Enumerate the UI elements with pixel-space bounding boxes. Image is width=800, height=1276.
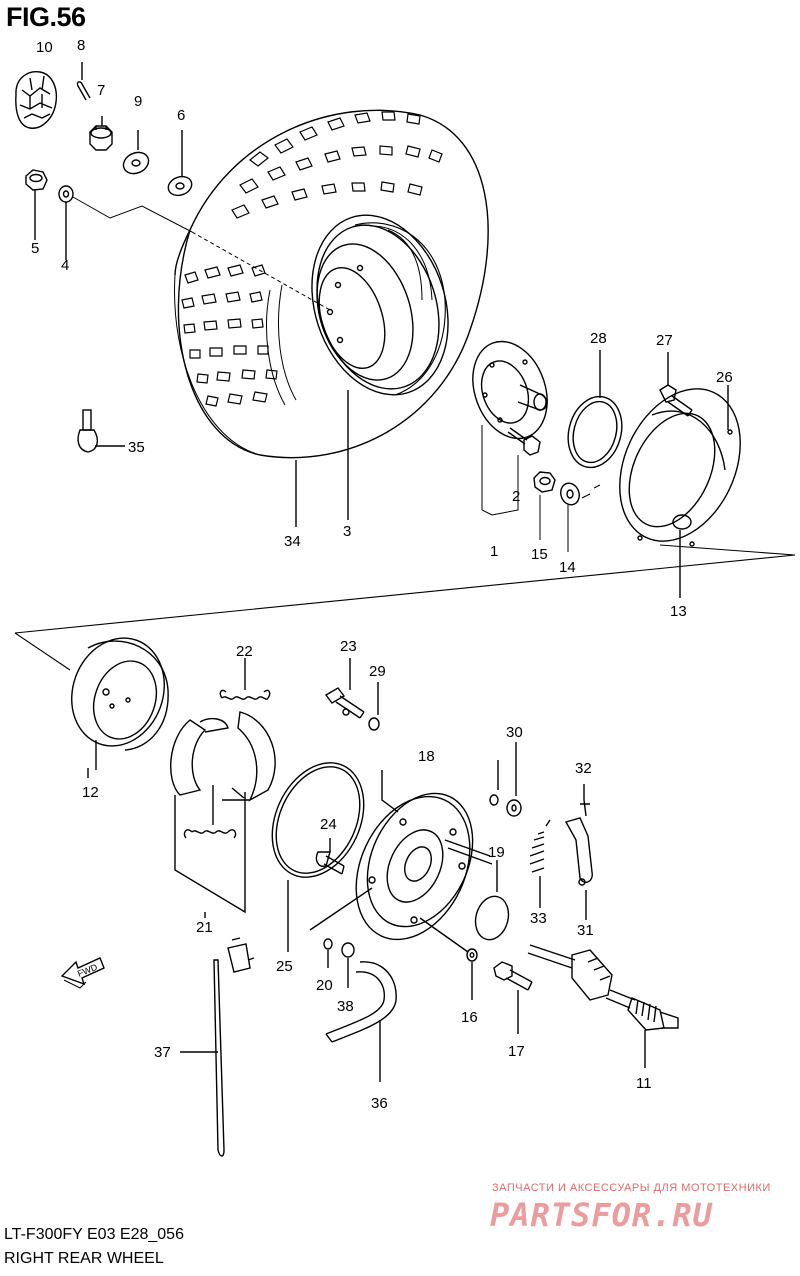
cable-tie-drawing <box>180 937 255 1157</box>
part-label: 21 <box>196 919 213 936</box>
part-label: 4 <box>61 257 69 274</box>
watermark-tagline: ЗАПЧАСТИ И АКСЕССУАРЫ ДЛЯ МОТОТЕХНИКИ <box>492 1182 771 1194</box>
part-label: 35 <box>128 439 145 456</box>
part-label: 14 <box>559 559 576 576</box>
part-label: 25 <box>276 958 293 975</box>
part-label: 15 <box>531 546 548 563</box>
part-label: 34 <box>284 533 301 550</box>
brake-panel-drawing <box>355 770 493 941</box>
part-label: 36 <box>371 1095 388 1112</box>
grease-nipple-drawing <box>309 887 373 968</box>
part-label: 26 <box>716 369 733 386</box>
part-label: 6 <box>177 107 185 124</box>
shoe-spring-top-drawing <box>219 658 271 700</box>
castle-nut-drawing <box>89 125 113 151</box>
part-label: 9 <box>134 93 142 110</box>
hose-clamp-drawing <box>341 942 355 988</box>
nut-5-drawing <box>25 169 48 191</box>
part-label: 27 <box>656 332 673 349</box>
cotter-pin-drawing <box>76 81 91 101</box>
part-label: 33 <box>530 910 547 927</box>
washer-9-drawing <box>122 151 150 175</box>
part-label: 13 <box>670 603 687 620</box>
part-label: 17 <box>508 1043 525 1060</box>
shoe-spring-bottom-drawing <box>183 785 237 839</box>
cover-bolt-drawing <box>659 352 693 417</box>
part-label: 28 <box>590 330 607 347</box>
brake-cam-lever-drawing <box>564 784 593 920</box>
model-code: LT-F300FY E03 E28_056 <box>4 1226 184 1243</box>
part-label: 18 <box>418 748 435 765</box>
part-label: 1 <box>490 543 498 560</box>
tire-valve-drawing <box>77 409 125 453</box>
panel-bolt-drawing <box>315 838 345 875</box>
wheel-cap-nut-drawing <box>15 71 58 129</box>
section-title: RIGHT REAR WHEEL <box>4 1250 164 1267</box>
fwd-arrow-icon <box>60 957 105 989</box>
washer-6-drawing <box>167 175 193 197</box>
plug-cap-drawing <box>474 860 510 941</box>
part-label: 38 <box>337 998 354 1015</box>
washer-4-drawing <box>58 185 74 203</box>
wheel-rim-drawing <box>311 214 449 396</box>
part-label: 10 <box>36 39 53 56</box>
o-ring-drawing <box>567 350 623 469</box>
watermark-logo: PARTSFOR.RU <box>490 1196 713 1234</box>
part-label: 7 <box>97 82 105 99</box>
hub-bolt-drawing <box>507 427 541 456</box>
part-label: 3 <box>343 523 351 540</box>
part-label: 30 <box>506 724 523 741</box>
hub-drawing <box>472 340 548 440</box>
part-label: 22 <box>236 643 253 660</box>
brake-cover-drawing <box>619 385 741 598</box>
hub-washer-drawing <box>560 482 580 506</box>
small-ring-drawing <box>489 760 499 806</box>
seal-ring-drawing <box>271 762 365 952</box>
return-spring-drawing <box>529 819 551 908</box>
washer-30-drawing <box>506 742 522 817</box>
adjuster-bolt-drawing <box>324 658 380 731</box>
part-label: 20 <box>316 977 333 994</box>
tire-drawing <box>174 109 489 459</box>
brake-drum-drawing <box>71 637 169 770</box>
part-label: 31 <box>577 922 594 939</box>
part-label: 11 <box>636 1075 652 1092</box>
panel-mount-bolt-drawing <box>493 961 533 1034</box>
washer-16-drawing <box>419 917 478 1000</box>
part-label: 24 <box>320 816 337 833</box>
part-label: 19 <box>488 844 505 861</box>
rear-axle-drawing <box>527 944 679 1068</box>
part-label: 32 <box>575 760 592 777</box>
fwd-label: FWD <box>76 962 99 979</box>
breather-hose-drawing <box>325 961 397 1082</box>
part-label: 16 <box>461 1009 478 1026</box>
hub-nut-drawing <box>533 471 556 493</box>
brake-shoes-drawing <box>170 711 276 914</box>
part-label: 5 <box>31 240 39 257</box>
part-label: 37 <box>154 1044 171 1061</box>
figure-title: FIG.56 <box>6 2 86 32</box>
part-label: 8 <box>77 37 85 54</box>
part-label: 23 <box>340 638 357 655</box>
part-label: 12 <box>82 784 99 801</box>
part-label: 29 <box>369 663 386 680</box>
part-label: 2 <box>512 488 520 505</box>
